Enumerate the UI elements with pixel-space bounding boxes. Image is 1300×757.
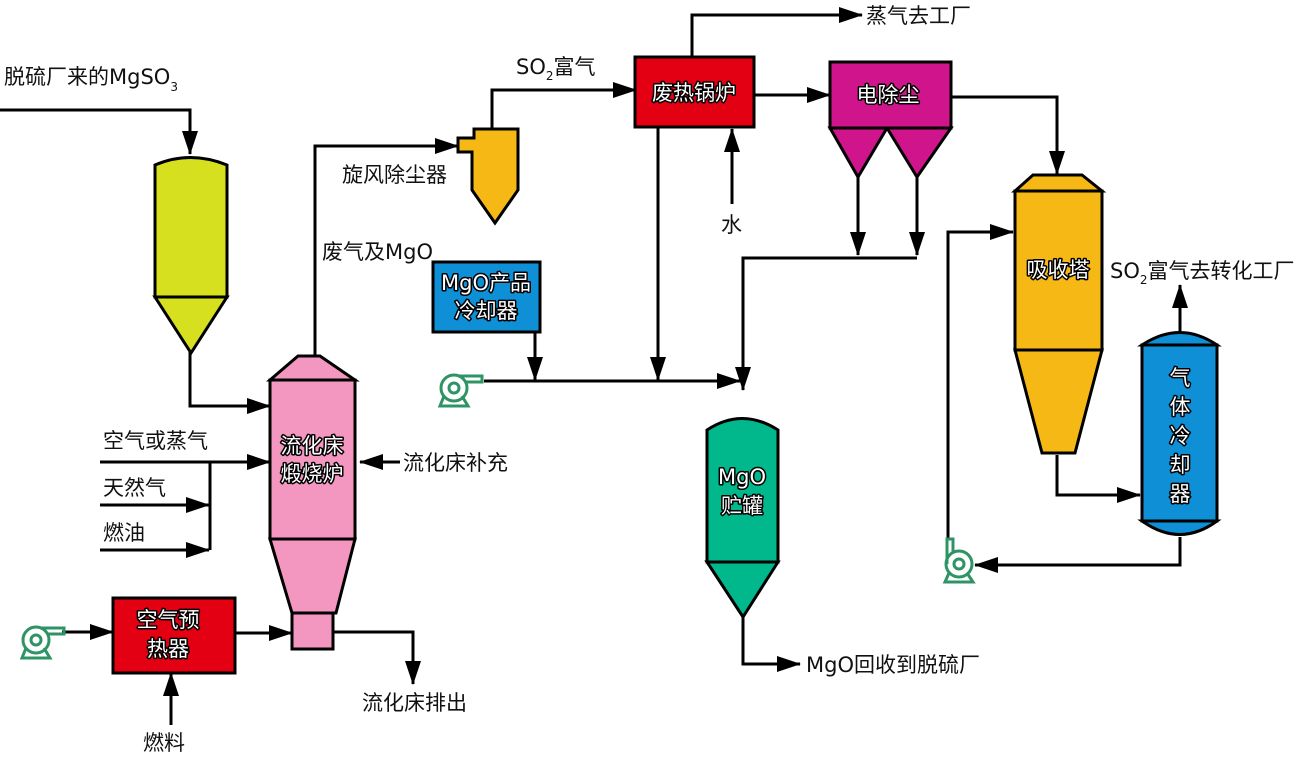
hopper-body [153, 156, 229, 299]
pump-icon[interactable] [942, 537, 976, 584]
tank-cone [704, 560, 781, 620]
absorption-tower[interactable]: 吸收塔 [1011, 173, 1107, 455]
calciner-cone [267, 537, 357, 615]
pipe-steam-out [690, 7, 863, 57]
air-or-steam-label: 空气或蒸气 [103, 429, 208, 453]
pipe-absorber-to-cooler [1055, 455, 1141, 503]
electrostatic-precipitator[interactable]: 电除尘 [827, 60, 954, 180]
gas-cooler-label-char: 气 [1170, 366, 1191, 390]
air-preheater-body [111, 596, 237, 675]
pipe-cooler-to-pump [974, 537, 1182, 573]
gas-cooler-label-char: 器 [1170, 482, 1191, 506]
esp-hopper-right [884, 126, 954, 180]
product-cooler-body [431, 260, 542, 334]
fluidized-bed-calciner[interactable]: 流化床 煅烧炉 [265, 354, 360, 651]
hopper-cone [152, 295, 230, 356]
pipe-mgo-return [741, 617, 801, 672]
bed-discharge-label: 流化床排出 [362, 691, 467, 715]
pipe-precipitator-to-absorber [951, 95, 1065, 175]
calciner-label-1: 流化床 [281, 434, 344, 458]
boiler-label: 废热锅炉 [652, 81, 736, 105]
pipe-feed [0, 108, 198, 155]
pipe-cyclone-to-boiler [490, 82, 637, 130]
product-cooler-label-1: MgO产品 [441, 271, 531, 295]
calciner-bottom [290, 611, 335, 651]
steam-out-label: 蒸气去工厂 [866, 4, 971, 28]
cyclone-separator[interactable] [456, 127, 520, 226]
absorber-top [1011, 173, 1107, 193]
feed-hopper[interactable] [152, 156, 230, 356]
blower-icon[interactable] [437, 373, 484, 408]
pipe-bed-discharge [333, 630, 421, 685]
calciner-top [265, 354, 360, 382]
offgas-mgo-label: 废气及MgO [322, 240, 433, 264]
pipe-pump-to-absorber [946, 224, 1014, 538]
air-preheater-label-2: 热器 [147, 637, 189, 661]
fuel-label: 燃料 [143, 731, 185, 755]
calciner-label-2: 煅烧炉 [281, 462, 344, 486]
tank-label-2: 贮罐 [721, 494, 763, 518]
pipe-hopper-to-calciner [188, 352, 271, 414]
gas-cooler-top [1136, 331, 1222, 347]
pipe-calciner-to-cyclone [313, 138, 459, 355]
absorber-cone [1013, 348, 1104, 455]
gas-cooler-label-char: 却 [1170, 453, 1191, 477]
gas-cooler-label-char: 冷 [1170, 424, 1191, 448]
natural-gas-label: 天然气 [103, 476, 166, 500]
tank-body [705, 417, 780, 564]
boiler-body [633, 55, 756, 129]
mgo-product-cooler[interactable]: MgO产品 冷却器 [431, 260, 542, 334]
mgo-return-label: MgO回收到脱硫厂 [806, 653, 980, 677]
cyclone-body [456, 127, 520, 226]
gas-cooler-bottom [1137, 519, 1222, 536]
water-label: 水 [721, 213, 742, 237]
mgo-storage-tank[interactable]: MgO 贮罐 [704, 417, 781, 620]
gas-cooler-body [1140, 343, 1219, 523]
so2-to-conversion-label: SO2富气去转化工厂 [1110, 259, 1295, 287]
esp-label: 电除尘 [857, 83, 920, 107]
tank-label-1: MgO [718, 465, 766, 489]
air-preheater[interactable]: 空气预 热器 [111, 596, 237, 675]
calciner-body [268, 378, 357, 541]
so2-rich-label: SO2富气 [516, 55, 596, 83]
bed-makeup-label: 流化床补充 [403, 451, 508, 475]
blower-icon[interactable] [19, 625, 66, 660]
product-cooler-label-2: 冷却器 [455, 299, 518, 323]
air-preheater-label-1: 空气预 [137, 608, 200, 632]
esp-hopper-left [827, 126, 890, 180]
pipes [0, 7, 1188, 725]
cyclone-label: 旋风除尘器 [342, 163, 447, 187]
absorber-label: 吸收塔 [1027, 258, 1090, 282]
gas-cooler-label-char: 体 [1170, 395, 1191, 419]
feed-label: 脱硫厂来的MgSO3 [4, 65, 178, 94]
waste-heat-boiler[interactable]: 废热锅炉 [633, 55, 756, 129]
fuel-oil-label: 燃油 [103, 521, 145, 545]
pipe-esp-collector [735, 256, 917, 391]
